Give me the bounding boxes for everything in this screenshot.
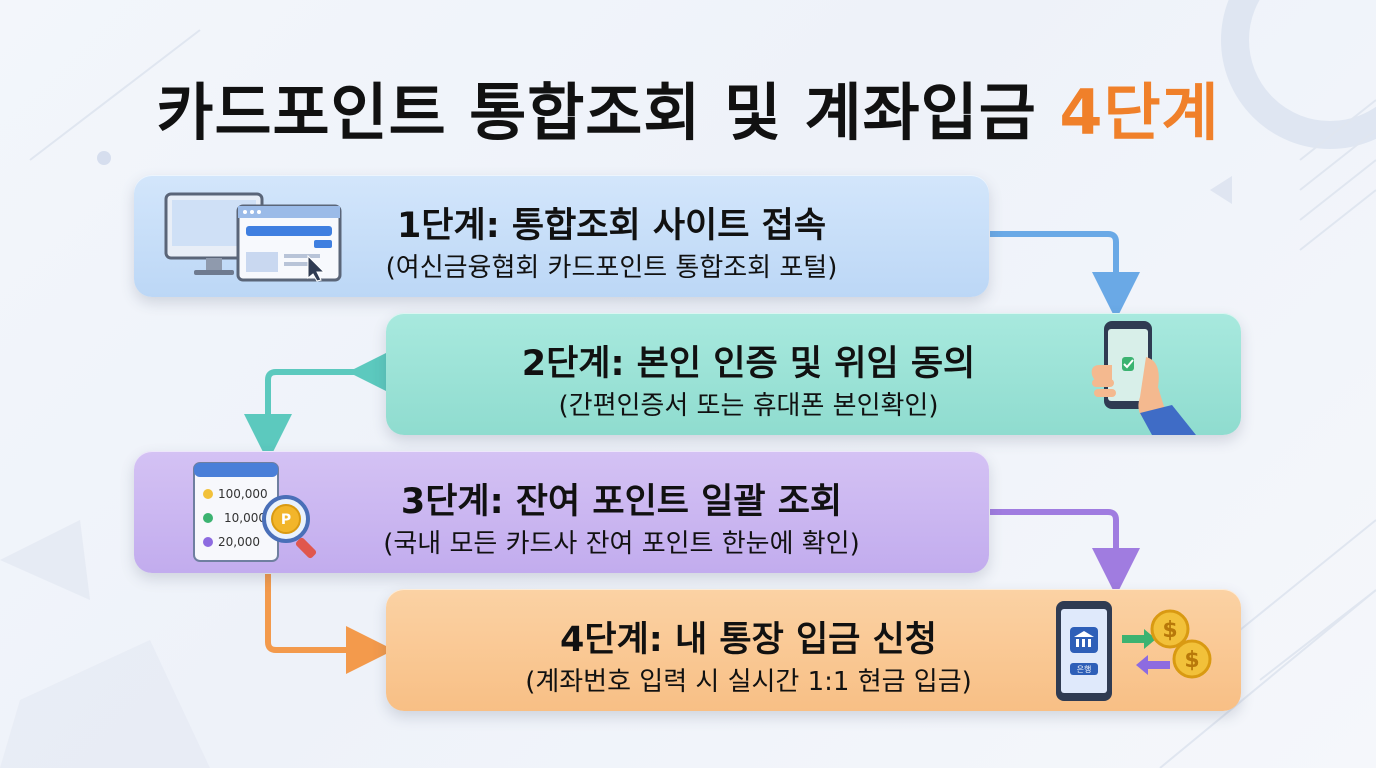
smartphone-auth-icon bbox=[1091, 321, 1196, 435]
arrow-step3-down-to-step4 bbox=[265, 574, 394, 674]
coin-symbol-1: $ bbox=[1162, 618, 1177, 643]
step-1-heading: 1단계: 통합조회 사이트 접속 bbox=[396, 206, 827, 246]
bank-transfer-coins-icon: 은행 $ $ bbox=[1056, 601, 1212, 701]
page-title: 카드포인트 통합조회 및 계좌입금 4단계 bbox=[0, 62, 1376, 152]
bank-label: 은행 bbox=[1077, 664, 1092, 674]
arrow-step1-to-step2 bbox=[990, 231, 1140, 320]
arrow-step3-to-step4 bbox=[990, 509, 1140, 596]
step-1-detail: (여신금융협회 카드포인트 통합조회 포털) bbox=[385, 253, 838, 283]
step-3-detail: (국내 모든 카드사 잔여 포인트 한눈에 확인) bbox=[383, 529, 860, 559]
point-value-3: 20,000 bbox=[218, 535, 260, 549]
step-3-card: 100,000 10,000 20,000 P 3단계: 잔여 포인트 일괄 조… bbox=[134, 451, 989, 573]
step-1-card: 1단계: 통합조회 사이트 접속 (여신금융협회 카드포인트 통합조회 포털) bbox=[134, 175, 989, 297]
step-2-detail: (간편인증서 또는 휴대폰 본인확인) bbox=[558, 391, 939, 421]
step-4-card: 4단계: 내 통장 입금 신청 (계좌번호 입력 시 실시간 1:1 현금 입금… bbox=[386, 589, 1241, 711]
point-coin-symbol: P bbox=[281, 512, 291, 528]
step-2-card: 2단계: 본인 인증 및 위임 동의 (간편인증서 또는 휴대폰 본인확인) bbox=[386, 313, 1241, 435]
step-2-heading: 2단계: 본인 인증 및 위임 동의 bbox=[521, 344, 976, 384]
step-3-heading: 3단계: 잔여 포인트 일괄 조회 bbox=[400, 482, 843, 522]
point-value-2: 10,000 bbox=[224, 511, 266, 525]
point-list-magnifier-icon: 100,000 10,000 20,000 P bbox=[193, 462, 317, 562]
step-4-detail: (계좌번호 입력 시 실시간 1:1 현금 입금) bbox=[525, 667, 972, 697]
title-accent: 4단계 bbox=[1059, 76, 1220, 149]
arrow-step2-to-step3 bbox=[244, 348, 396, 462]
coin-symbol-2: $ bbox=[1184, 648, 1199, 673]
computer-browser-icon bbox=[164, 192, 342, 282]
title-main: 카드포인트 통합조회 및 계좌입금 bbox=[156, 76, 1060, 149]
step-4-heading: 4단계: 내 통장 입금 신청 bbox=[560, 620, 937, 660]
point-value-1: 100,000 bbox=[218, 487, 268, 501]
